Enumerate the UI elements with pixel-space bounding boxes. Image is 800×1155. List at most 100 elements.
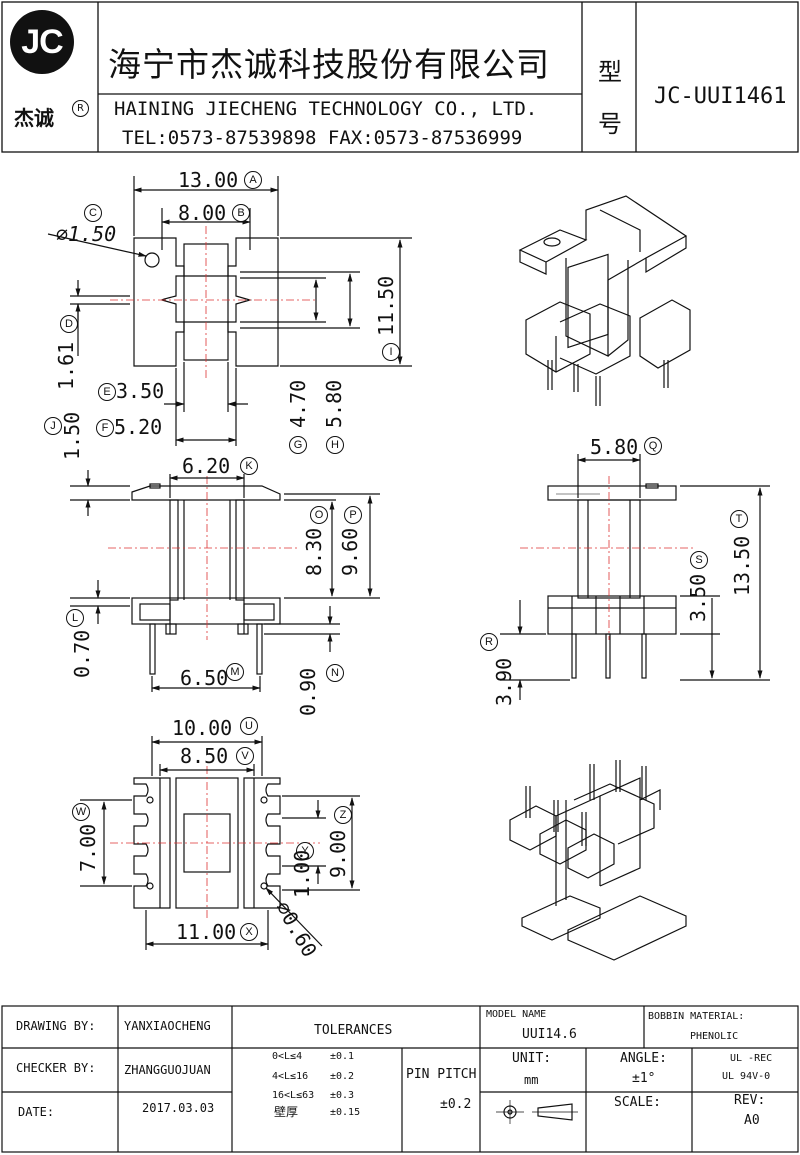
projection-symbol-icon bbox=[494, 1100, 580, 1126]
dim-q-value: 5.80 bbox=[590, 435, 639, 459]
dim-k-tag: K bbox=[240, 457, 258, 475]
dim-f-value: 5.20 bbox=[114, 415, 163, 439]
tol-value-3: ±0.3 bbox=[330, 1090, 355, 1101]
pin-pitch-value: ±0.2 bbox=[440, 1097, 472, 1112]
tol-range-1: 0<L≤4 bbox=[272, 1051, 303, 1062]
dim-x-tag: X bbox=[240, 923, 258, 941]
drawing-by-label: DRAWING BY: bbox=[16, 1019, 96, 1033]
dim-g-tag: G bbox=[289, 436, 307, 454]
dim-a-tag: A bbox=[244, 171, 262, 189]
dim-n-tag: N bbox=[326, 664, 344, 682]
tolerances-label: TOLERANCES bbox=[314, 1023, 393, 1038]
registered-mark-icon: R bbox=[72, 100, 89, 117]
angle-label: ANGLE: bbox=[620, 1051, 667, 1066]
dim-t-value: 13.50 bbox=[730, 535, 754, 596]
dim-z-tag: Z bbox=[334, 806, 352, 824]
dim-j-tag: J bbox=[44, 417, 62, 435]
date-value: 2017.03.03 bbox=[142, 1101, 215, 1115]
dim-o-value: 8.30 bbox=[302, 527, 326, 576]
dim-d-value: 1.61 bbox=[54, 341, 78, 390]
dim-o-tag: O bbox=[310, 506, 328, 524]
bobbin-material-label: BOBBIN MATERIAL: bbox=[648, 1011, 745, 1022]
dim-u-value: 10.00 bbox=[172, 716, 233, 740]
dim-e-tag: E bbox=[98, 383, 116, 401]
rev-label: REV: bbox=[734, 1093, 766, 1108]
company-contact: TEL:0573-87539898 FAX:0573-87536999 bbox=[122, 127, 523, 149]
dim-i-value: 11.50 bbox=[374, 275, 398, 336]
dim-l-tag: L bbox=[66, 609, 84, 627]
dim-h-tag: H bbox=[326, 436, 344, 454]
dim-b-tag: B bbox=[232, 204, 250, 222]
dim-i-tag: I bbox=[382, 343, 400, 361]
dim-j-value: 1.50 bbox=[60, 411, 84, 460]
dim-u-tag: U bbox=[240, 717, 258, 735]
ul-94v0: UL 94V-0 bbox=[722, 1071, 771, 1082]
company-name-english: HAINING JIECHENG TECHNOLOGY CO., LTD. bbox=[114, 98, 538, 120]
bobbin-material-value: PHENOLIC bbox=[690, 1031, 739, 1042]
dim-r-tag: R bbox=[480, 633, 498, 651]
drawing-by-value: YANXIAOCHENG bbox=[124, 1019, 211, 1033]
logo-chinese-text: 杰诚 bbox=[14, 106, 54, 130]
unit-label: UNIT: bbox=[512, 1051, 552, 1066]
dim-y-tag: Y bbox=[296, 842, 314, 860]
dim-m-tag: M bbox=[226, 663, 244, 681]
tol-value-4: ±0.15 bbox=[330, 1107, 361, 1118]
checker-by-value: ZHANGGUOJUAN bbox=[124, 1063, 211, 1077]
date-label: DATE: bbox=[18, 1105, 55, 1119]
dim-v-value: 8.50 bbox=[180, 744, 229, 768]
tol-range-2: 4<L≤16 bbox=[272, 1071, 309, 1082]
scale-label: SCALE: bbox=[614, 1095, 661, 1110]
dim-b-value: 8.00 bbox=[178, 201, 227, 225]
dim-d-tag: D bbox=[60, 315, 78, 333]
dim-w-tag: W bbox=[72, 803, 90, 821]
model-name-value: UUI14.6 bbox=[522, 1027, 577, 1042]
dim-z-value: 9.00 bbox=[326, 829, 350, 878]
dim-m-value: 6.50 bbox=[180, 666, 229, 690]
dim-y-value: 1.00 bbox=[290, 849, 314, 898]
dim-v-tag: V bbox=[236, 747, 254, 765]
dim-g-value: 4.70 bbox=[286, 379, 310, 428]
bottom-view bbox=[80, 736, 360, 950]
tol-value-1: ±0.1 bbox=[330, 1051, 355, 1062]
checker-by-label: CHECKER BY: bbox=[16, 1061, 96, 1075]
isometric-view-top bbox=[518, 195, 691, 406]
model-number: JC-UUI1461 bbox=[654, 84, 787, 109]
top-view bbox=[47, 176, 412, 446]
dim-f-tag: F bbox=[96, 419, 114, 437]
dim-h-value: 5.80 bbox=[322, 379, 346, 428]
model-name-label: MODEL NAME bbox=[486, 1009, 547, 1020]
dim-n-value: 0.90 bbox=[296, 667, 320, 716]
dim-x-value: 11.00 bbox=[176, 920, 237, 944]
company-name-chinese: 海宁市杰诚科技股份有限公司 bbox=[108, 45, 550, 84]
dim-r-value: 3.90 bbox=[492, 657, 516, 706]
dim-k-value: 6.20 bbox=[182, 454, 231, 478]
side-view bbox=[70, 470, 380, 692]
dim-p-value: 9.60 bbox=[338, 527, 362, 576]
dim-e-value: 3.50 bbox=[116, 379, 165, 403]
angle-value: ±1° bbox=[632, 1071, 656, 1086]
tol-range-3: 16<L≤63 bbox=[272, 1090, 315, 1101]
front-view bbox=[500, 454, 770, 700]
rev-value: A0 bbox=[744, 1113, 760, 1128]
model-label-char-2: 号 bbox=[598, 110, 622, 138]
isometric-view-bottom bbox=[509, 760, 687, 961]
dim-s-tag: S bbox=[690, 551, 708, 569]
dim-a-value: 13.00 bbox=[178, 168, 239, 192]
tol-value-2: ±0.2 bbox=[330, 1071, 355, 1082]
dim-w-value: 7.00 bbox=[76, 823, 100, 872]
ul-rec: UL -REC bbox=[730, 1053, 773, 1064]
title-block-grid bbox=[1, 1005, 799, 1153]
dim-q-tag: Q bbox=[644, 437, 662, 455]
dim-l-value: 0.70 bbox=[70, 629, 94, 678]
dim-t-tag: T bbox=[730, 510, 748, 528]
dim-c-tag: C bbox=[84, 204, 102, 222]
company-logo: JC bbox=[10, 10, 74, 74]
dim-c-value: ⌀1.50 bbox=[56, 222, 117, 246]
dim-s-value: 3.50 bbox=[686, 573, 710, 622]
dim-p-tag: P bbox=[344, 506, 362, 524]
tol-range-4: 壁厚 bbox=[274, 1105, 299, 1119]
pin-pitch-label: PIN PITCH bbox=[406, 1067, 477, 1082]
model-label-char-1: 型 bbox=[598, 58, 622, 86]
